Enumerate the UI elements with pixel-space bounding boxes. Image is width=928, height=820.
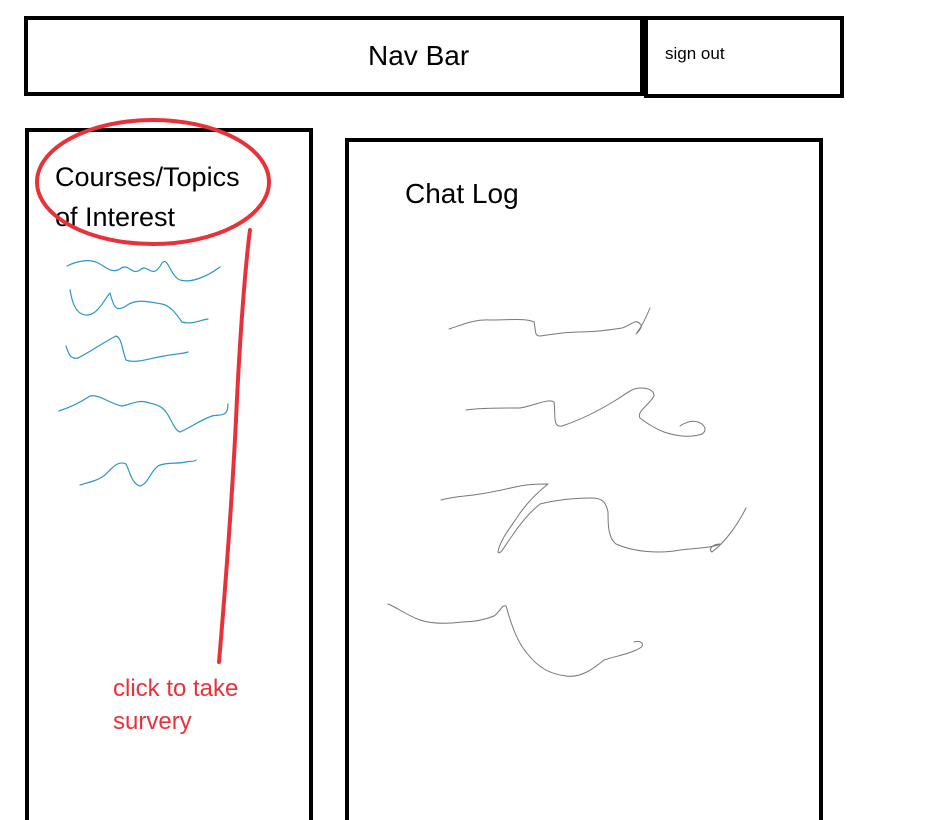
survey-annotation-line1: click to take bbox=[113, 675, 239, 702]
courses-topics-heading[interactable]: Courses/Topics of Interest bbox=[55, 157, 240, 237]
sign-out-label: sign out bbox=[665, 44, 725, 63]
nav-bar-title: Nav Bar bbox=[368, 40, 470, 71]
sign-out-button[interactable]: sign out bbox=[644, 16, 844, 98]
survey-annotation: click to take survery bbox=[113, 672, 238, 738]
courses-topics-heading-line1: Courses/Topics bbox=[55, 162, 240, 192]
nav-bar: Nav Bar bbox=[24, 16, 644, 96]
courses-topics-heading-line2: of Interest bbox=[55, 202, 176, 232]
chat-log-heading: Chat Log bbox=[405, 178, 519, 209]
survey-annotation-line2: survery bbox=[113, 708, 192, 735]
chat-log-panel: Chat Log bbox=[345, 138, 823, 820]
